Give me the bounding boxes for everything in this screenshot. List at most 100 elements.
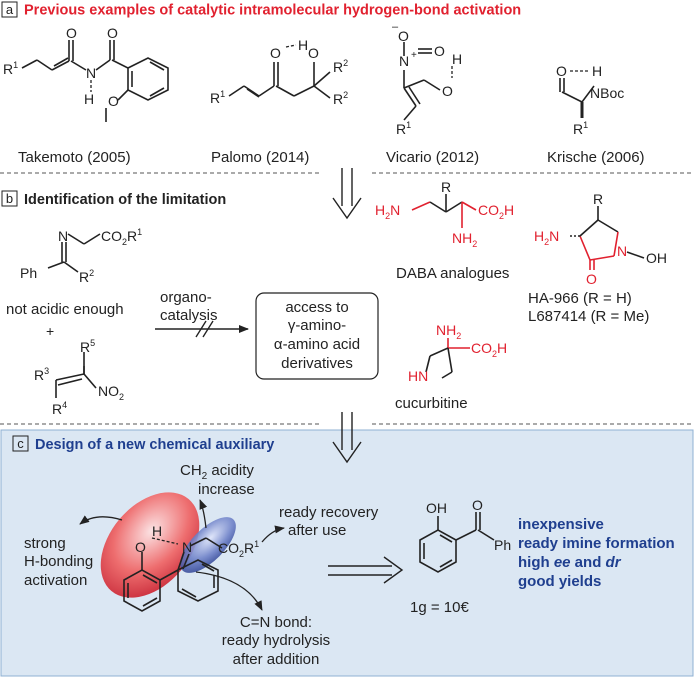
imine-co2r: CO2R1 [101, 227, 142, 247]
cucurbitine-hn: HN [408, 368, 428, 384]
organo-label-line1: organo- [160, 289, 212, 306]
krische-structure [559, 70, 595, 118]
design-imine-structure [123, 537, 223, 612]
retro-arrow-top [332, 168, 362, 220]
ha966-labels: R H2N N OH O [534, 191, 667, 287]
cn-bond-line3: after addition [233, 651, 320, 668]
benefits-list: inexpensive ready imine formation high e… [518, 516, 675, 590]
ha966-r: R [593, 191, 603, 207]
recovery-line2: after use [288, 522, 346, 539]
example-label-takemoto: Takemoto (2005) [18, 149, 131, 166]
imine-ph: Ph [20, 265, 37, 281]
krische-labels: O H NBoc R1 [556, 63, 624, 137]
section-c-letter-box [12, 435, 29, 452]
imine-labels: N CO2R1 Ph R2 [20, 227, 142, 285]
cucurbitine-structure [425, 338, 470, 379]
vicario-r1: R1 [396, 120, 411, 137]
palomo-r2a: R2 [333, 58, 348, 75]
ha966-h2n: H2N [534, 228, 559, 247]
krische-r1: R1 [573, 120, 588, 137]
not-possible-slash-2 [202, 320, 214, 338]
design-retro-arrow [328, 556, 404, 584]
cn-bond-line2: ready hydrolysis [222, 632, 330, 649]
product-box-line2: γ-amino- [288, 317, 346, 334]
organo-label-line2: catalysis [160, 307, 218, 324]
vicario-h: H [452, 51, 462, 67]
aux-o: O [472, 497, 483, 513]
hydroxybenzophenone-structure [419, 512, 495, 573]
palomo-o2: O [308, 45, 319, 61]
section-c-title: Design of a new chemical auxiliary [35, 437, 274, 453]
design-h: H [152, 523, 162, 539]
imine-r2: R2 [79, 268, 94, 285]
nitroalkene-no2: NO2 [98, 383, 124, 402]
vicario-labels: – O N + O H O R1 [392, 21, 462, 137]
strong-hbond-line2: H-bonding [24, 553, 93, 570]
retro-arrow-bottom [332, 412, 362, 464]
takemoto-ome: O [108, 93, 119, 109]
hydroxybenzophenone-labels: OH O Ph [426, 497, 511, 553]
example-label-palomo: Palomo (2014) [211, 149, 309, 166]
ha966-n: N [617, 243, 627, 259]
daba-structure [411, 194, 477, 228]
palomo-r2b: R2 [333, 90, 348, 107]
recovery-arrow [261, 525, 285, 543]
daba-labels: R H2N CO2H NH2 [375, 179, 514, 249]
section-c-letter: c [17, 436, 24, 451]
cucurbitine-nh2: NH2 [436, 322, 461, 341]
krische-o: O [556, 63, 567, 79]
example-label-krische: Krische (2006) [547, 149, 645, 166]
aux-price: 1g = 10€ [410, 599, 469, 616]
product-box-line4: derivatives [281, 355, 353, 372]
ch2-acidity-line1: CH2 acidity [180, 462, 254, 482]
section-a: a Previous examples of catalytic intramo… [1, 1, 645, 166]
ch2-acidity-line2: increase [198, 481, 255, 498]
daba-h2n: H2N [375, 202, 400, 221]
daba-nh2: NH2 [452, 230, 477, 249]
nitroalkene-r4: R4 [52, 400, 67, 417]
ha966-oh: OH [646, 250, 667, 266]
section-b-title: Identification of the limitation [24, 192, 226, 208]
palomo-o1: O [270, 45, 281, 61]
vicario-o3: O [442, 83, 453, 99]
ha966-o: O [586, 271, 597, 287]
not-acidic-label: not acidic enough [6, 301, 124, 318]
cucurbitine-label: cucurbitine [395, 395, 468, 412]
not-possible-slash-1 [195, 320, 207, 338]
palomo-structure [228, 44, 331, 99]
ch2-acidity-arrow [199, 499, 208, 529]
palomo-h: H [298, 37, 308, 53]
benefit-imine-formation: ready imine formation [518, 535, 675, 552]
example-label-vicario: Vicario (2012) [386, 149, 479, 166]
section-a-letter-box [1, 1, 18, 18]
nitroalkene-labels: R5 R3 R4 NO2 [34, 338, 124, 417]
nitroalkene-r3: R3 [34, 366, 49, 383]
ha966-label-1: HA-966 (R = H) [528, 290, 632, 307]
design-n: N [182, 539, 192, 555]
aux-oh: OH [426, 500, 447, 516]
takemoto-o2: O [107, 25, 118, 41]
takemoto-labels: R1 O N O H O [3, 25, 119, 109]
strong-hbond-line1: strong [24, 535, 66, 552]
strong-hbond-arrow [79, 515, 123, 525]
daba-r: R [441, 179, 451, 195]
vicario-o1: O [398, 28, 409, 44]
product-box-line1: access to [285, 299, 348, 316]
aux-ph: Ph [494, 537, 511, 553]
vicario-plus: + [411, 50, 417, 61]
takemoto-structure [21, 40, 169, 122]
vicario-n: N [399, 53, 409, 69]
design-o: O [135, 539, 146, 555]
cucurbitine-co2h: CO2H [471, 340, 507, 359]
benefit-inexpensive: inexpensive [518, 516, 604, 533]
ha966-label-2: L687414 (R = Me) [528, 308, 649, 325]
acidic-ch2-highlight-ellipse [180, 517, 236, 573]
daba-co2h: CO2H [478, 202, 514, 221]
takemoto-n: N [86, 65, 96, 81]
design-co2r: CO2R1 [218, 539, 259, 559]
palomo-labels: R1 O H O R2 R2 [210, 37, 348, 107]
vicario-structure [403, 42, 453, 121]
cn-bond-line1: C=N bond: [240, 614, 312, 631]
takemoto-r1: R1 [3, 60, 18, 77]
